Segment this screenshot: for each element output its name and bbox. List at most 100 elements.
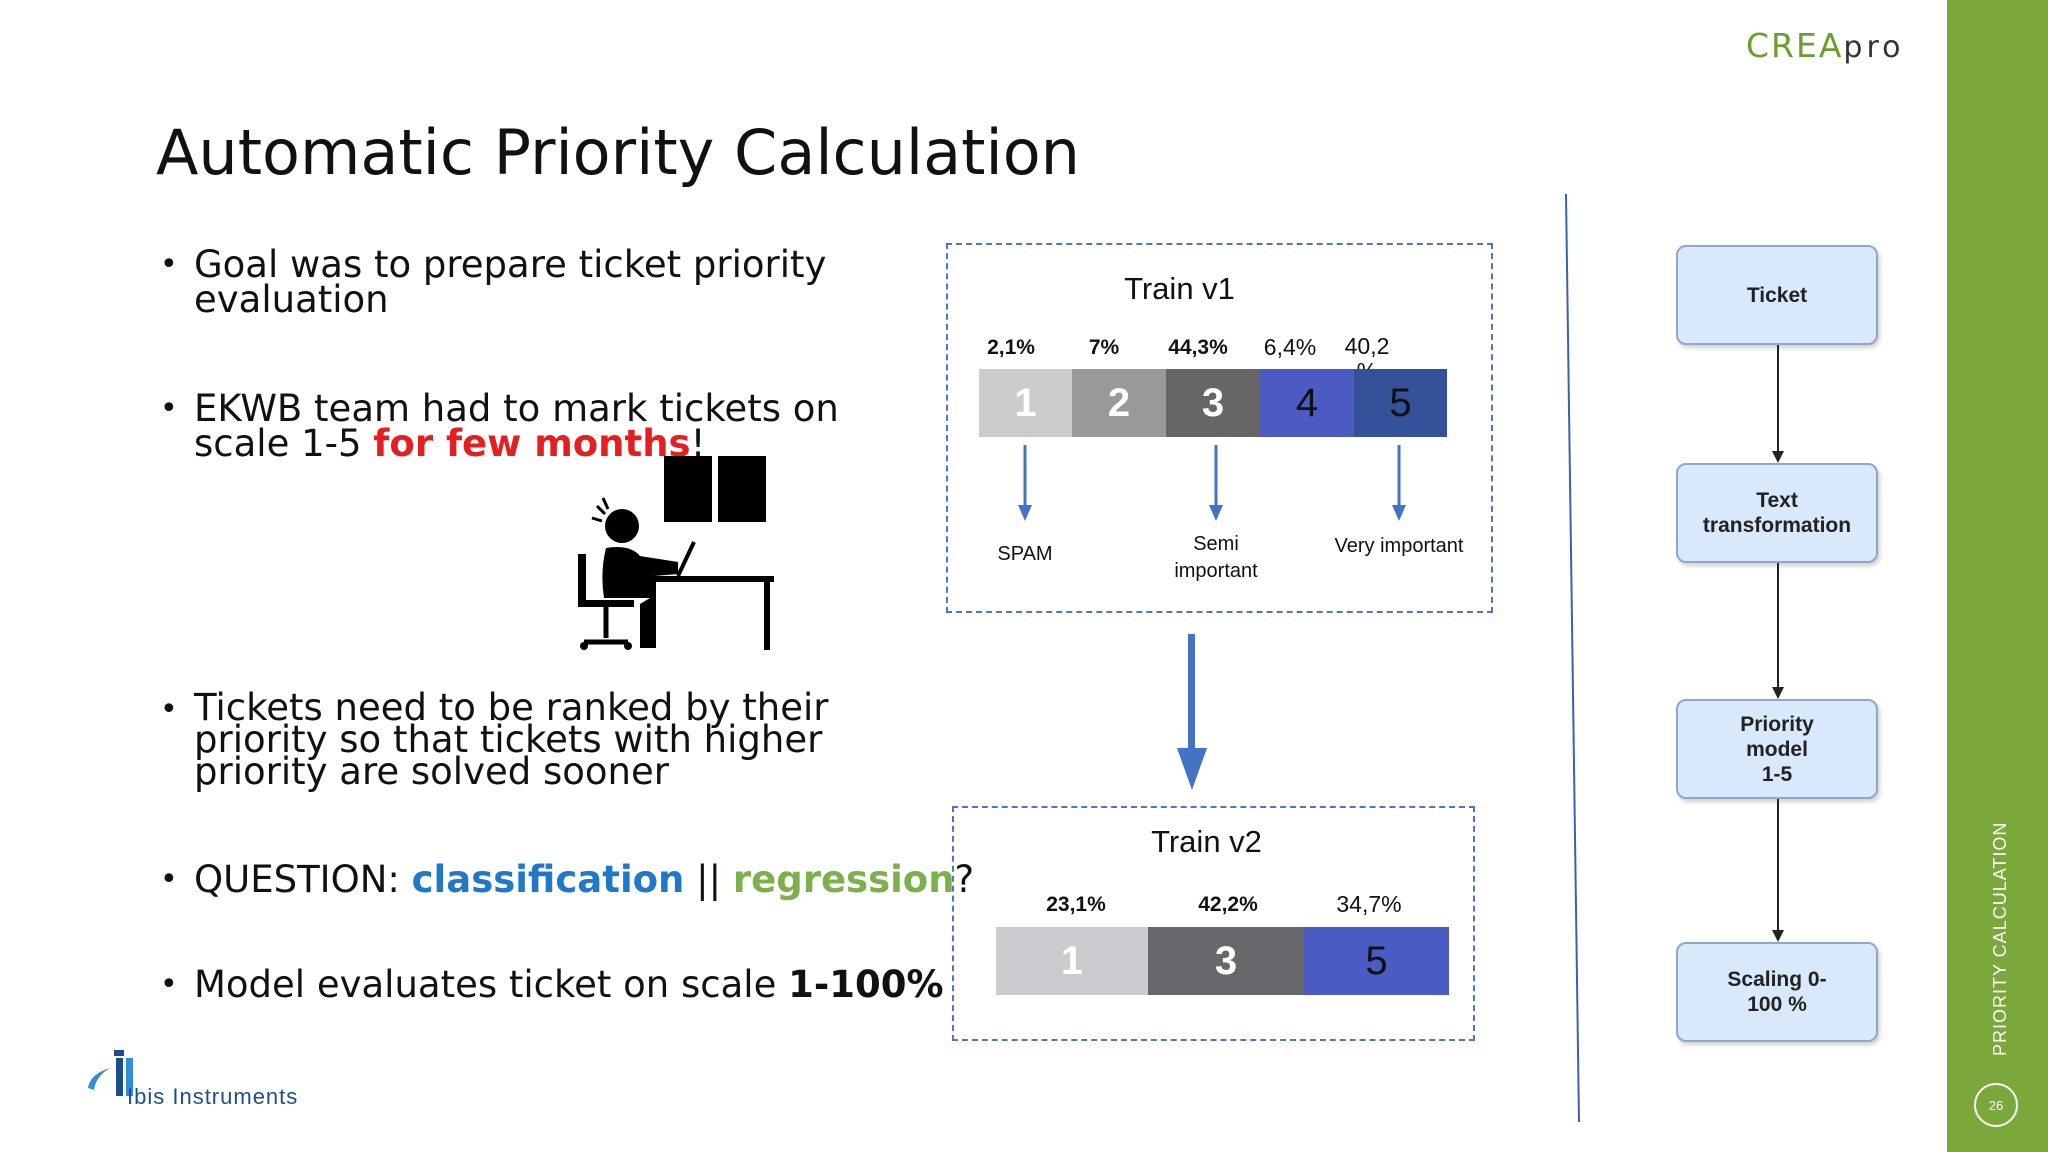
bullet-question-line: QUESTION: classification || regression? — [194, 861, 974, 898]
question-prefix: QUESTION: — [194, 858, 412, 901]
flow-node-priority-model-label: Priority model 1-5 — [1740, 712, 1814, 786]
train-v1-level-3: 3 — [1166, 369, 1260, 437]
label-semi-important: Semi important — [1174, 533, 1258, 582]
chair-wheel — [580, 642, 588, 650]
bullet-ekwb-exclaim: ! — [690, 422, 706, 465]
flow-arrow-2-head — [1772, 687, 1784, 699]
bullet-goal-line1: Goal was to prepare ticket priority — [194, 243, 827, 286]
question-classification: classification — [411, 858, 685, 901]
big-arrow-shaft — [1188, 634, 1195, 750]
train-v1-level-2: 2 — [1072, 369, 1166, 437]
green-sidebar — [1947, 0, 2048, 1152]
person-leg — [640, 598, 650, 648]
night-worker-illustration — [578, 456, 774, 650]
question-separator: || — [684, 858, 733, 901]
bullet-goal: • Goal was to prepare ticket priority ev… — [160, 243, 827, 321]
flow-arrow-1-head — [1772, 451, 1784, 463]
ibis-logo-swoosh — [88, 1068, 110, 1090]
train-v2-pct-2: 42,2% — [1198, 893, 1258, 916]
train-v2-level-5: 5 — [1304, 927, 1449, 995]
train-v1-pct-3: 44,3% — [1168, 336, 1228, 359]
flow-node-priority-model: Priority model 1-5 — [1676, 699, 1878, 799]
train-v2-level-3: 3 — [1148, 927, 1304, 995]
train-v2-level-1: 1 — [996, 927, 1148, 995]
train-v2-pct-1: 23,1% — [1046, 893, 1106, 916]
flow-connectors — [1772, 345, 1784, 942]
chair-wheel — [624, 642, 632, 650]
question-regression: regression — [732, 858, 955, 901]
bullet-model-scale: 1-100% — [788, 963, 944, 1006]
train-v2-pct-3: 34,7% — [1336, 891, 1402, 917]
bullet-dot: • — [160, 862, 178, 897]
person-head — [605, 509, 639, 543]
flow-arrow-3-head — [1772, 930, 1784, 942]
brand-crea: CREA — [1746, 26, 1844, 65]
brand-pro: pro — [1843, 30, 1905, 65]
arrow-semi-head — [1209, 505, 1223, 521]
bullet-dot: • — [160, 967, 178, 1002]
train-v1-level-5: 5 — [1354, 369, 1447, 437]
big-arrow-head — [1177, 748, 1207, 790]
big-down-arrow — [1177, 634, 1207, 790]
window-right-pane — [718, 456, 766, 522]
vertical-divider — [1565, 193, 1580, 1123]
train-v2-box: Train v2 23,1% 42,2% 34,7% 1 3 5 — [952, 806, 1475, 1041]
bullet-ekwb-text: scale 1-5 — [194, 422, 374, 465]
chair-back — [578, 554, 586, 606]
train-v1-pct-1: 2,1% — [987, 336, 1035, 359]
bullet-ranking-line1: Tickets need to be ranked by their — [194, 686, 829, 729]
ibis-logo-pillar — [116, 1058, 123, 1096]
divider-line — [1565, 193, 1580, 1123]
creapro-logo: CREApro — [1746, 26, 1904, 65]
train-v1-level-4: 4 — [1260, 369, 1354, 437]
arrow-spam-head — [1018, 505, 1032, 521]
ibis-logo-text: Ibis Instruments — [127, 1084, 299, 1109]
bullet-dot: • — [160, 692, 178, 727]
arrow-very-head — [1392, 505, 1406, 521]
stress-mark — [591, 516, 603, 523]
bullet-ranking-line2: priority so that tickets with higher — [194, 718, 823, 761]
train-v1-pct-4: 6,4% — [1263, 334, 1317, 360]
train-v2-title: Train v2 — [1151, 824, 1262, 859]
train-v1-box: Train v1 2,1% 7% 44,3% 6,4% 40,2 % 1 2 3… — [946, 243, 1493, 613]
laptop-screen — [676, 541, 696, 577]
bullet-dot: • — [160, 247, 178, 282]
bullet-model-line: Model evaluates ticket on scale 1-100% — [194, 966, 944, 1003]
train-v1-arrows — [1018, 445, 1406, 521]
stress-mark — [601, 497, 610, 510]
bullet-ekwb-line1: EKWB team had to mark tickets on — [194, 387, 839, 430]
ibis-logo-icon — [88, 1050, 133, 1096]
bullet-ekwb-highlight: for few months — [373, 422, 691, 465]
bullet-question: • QUESTION: classification || regression… — [160, 861, 974, 898]
flow-node-text-transformation-label: Text transformation — [1702, 489, 1852, 537]
flow-node-ticket: Ticket — [1676, 245, 1878, 345]
bullet-ranking: • Tickets need to be ranked by their pri… — [160, 686, 829, 793]
label-spam: SPAM — [997, 543, 1053, 565]
window-left-pane — [664, 456, 712, 522]
flow-node-text-transformation: Text transformation — [1676, 463, 1878, 563]
train-v1-title: Train v1 — [1124, 271, 1235, 306]
stress-mark — [595, 504, 607, 516]
label-very-important: Very important — [1334, 535, 1464, 557]
ibis-logo-pillar — [126, 1058, 133, 1096]
person-body — [602, 547, 678, 598]
bullet-ekwb-line2: scale 1-5 for few months! — [194, 425, 839, 462]
chair-seat — [578, 600, 634, 607]
bullet-ekwb: • EKWB team had to mark tickets on scale… — [160, 387, 839, 462]
page-number: 26 — [1974, 1083, 2018, 1127]
flow-node-scaling: Scaling 0-100 % — [1676, 942, 1878, 1042]
question-mark: ? — [954, 858, 975, 901]
bullet-dot: • — [160, 391, 178, 426]
flow-node-scaling-label: Scaling 0-100 % — [1727, 968, 1827, 1016]
bullet-model: • Model evaluates ticket on scale 1-100% — [160, 966, 944, 1003]
train-v1-level-1: 1 — [979, 369, 1072, 437]
desk-leg — [650, 582, 656, 648]
bullet-model-text: Model evaluates ticket on scale — [194, 963, 789, 1006]
ibis-logo-cap — [114, 1050, 124, 1056]
bullet-ranking-line3: priority are solved sooner — [194, 750, 669, 793]
page-title: Automatic Priority Calculation — [156, 116, 1080, 189]
train-v1-pct-2: 7% — [1088, 336, 1120, 359]
bullet-goal-line2: evaluation — [194, 278, 389, 321]
desk-top — [632, 576, 774, 582]
sidebar-section-label: PRIORITY CALCULATION — [1990, 821, 2010, 1056]
